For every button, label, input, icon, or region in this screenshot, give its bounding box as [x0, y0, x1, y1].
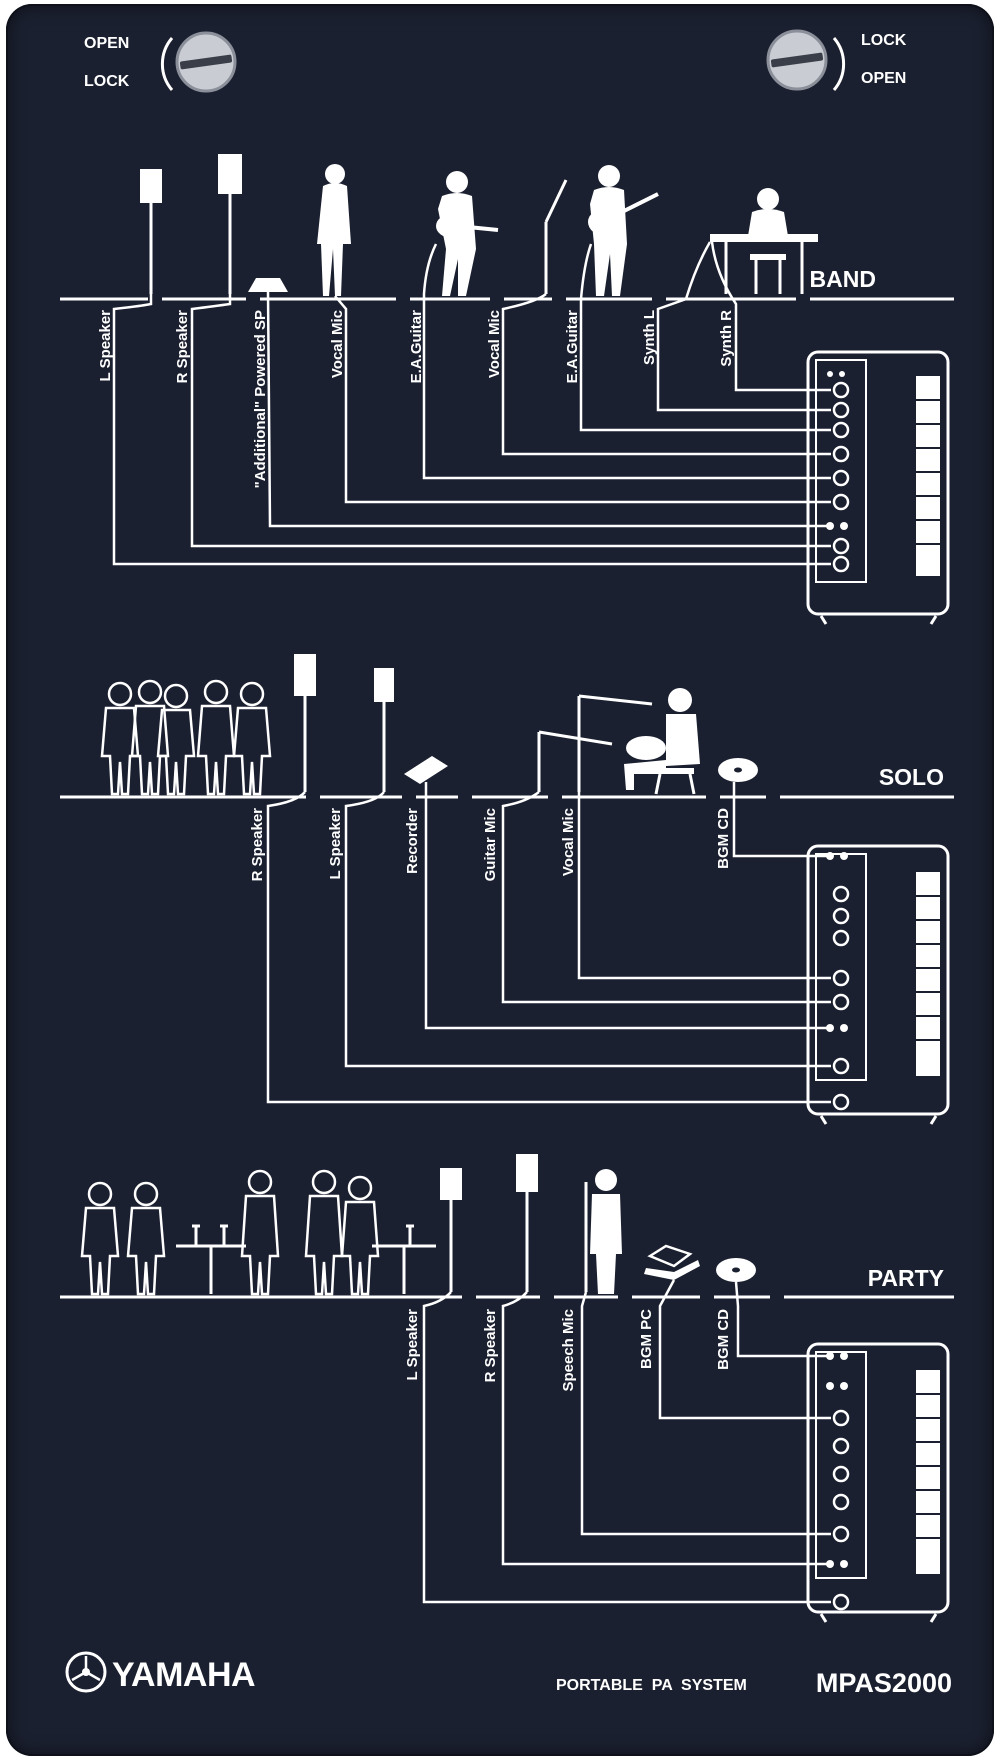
- party-bgm-pc-icon: [644, 1244, 700, 1280]
- party-label-l-speaker: L Speaker: [404, 1309, 421, 1381]
- band-powered-speaker-icon: [248, 278, 288, 292]
- solo-label-vocal-mic: Vocal Mic: [560, 808, 577, 876]
- left-lock: OPEN LOCK: [84, 31, 237, 93]
- party-section-title: PARTY: [868, 1265, 944, 1291]
- party-cables: [422, 1279, 831, 1604]
- party-tables-icon: [176, 1224, 436, 1294]
- solo-bgm-cd-icon: [718, 758, 758, 782]
- solo-label-r-speaker: R Speaker: [249, 808, 266, 882]
- product-category: PORTABLE PA SYSTEM: [556, 1677, 747, 1694]
- band-label-synth-l: Synth L: [641, 310, 658, 365]
- solo-section: SOLO: [60, 654, 954, 1125]
- lock-arc-icon: [160, 37, 174, 91]
- solo-label-l-speaker: L Speaker: [327, 808, 344, 880]
- band-label-vocal-mic-1: Vocal Mic: [329, 310, 346, 378]
- band-mixer-icon: [806, 350, 950, 625]
- solo-cables: [266, 782, 831, 1104]
- party-speaker-person-icon: [584, 1169, 622, 1294]
- connection-diagram: OPEN LOCK LOCK OPEN BAND: [60, 29, 954, 1698]
- party-label-r-speaker: R Speaker: [482, 1309, 499, 1383]
- party-guests-icon: [80, 1169, 380, 1296]
- product-model: MPAS2000: [816, 1668, 952, 1698]
- party-section: PARTY: [60, 1154, 954, 1623]
- lock-arc-icon: [832, 37, 846, 91]
- solo-audience-icon: [100, 679, 272, 796]
- party-label-bgm-cd: BGM CD: [715, 1309, 732, 1370]
- brand-name: YAMAHA: [112, 1656, 255, 1694]
- band-acoustic-guitarist-icon: [588, 165, 659, 296]
- right-lock-open-label: OPEN: [861, 70, 906, 87]
- solo-mic-stands-icon: [537, 694, 653, 792]
- right-lock-lock-label: LOCK: [861, 32, 907, 49]
- band-label-ea-guitar-1: E.A.Guitar: [408, 310, 425, 384]
- mixer-panel: OPEN LOCK LOCK OPEN BAND: [6, 4, 994, 1756]
- band-vocalist-icon: [317, 164, 351, 296]
- band-label-ea-guitar-2: E.A.Guitar: [564, 310, 581, 384]
- band-section-title: BAND: [810, 266, 876, 292]
- solo-seated-guitarist-icon: [624, 688, 700, 795]
- band-label-additional-powered-sp: "Additional" Powered SP: [252, 310, 269, 488]
- band-section: BAND: [60, 154, 954, 625]
- solo-label-bgm-cd: BGM CD: [715, 808, 732, 869]
- solo-mixer-icon: [806, 844, 950, 1125]
- yamaha-tuning-fork-logo-icon: [65, 1651, 107, 1693]
- party-label-bgm-pc: BGM PC: [638, 1309, 655, 1369]
- solo-recorder-icon: [404, 756, 448, 784]
- party-label-speech-mic: Speech Mic: [560, 1309, 577, 1392]
- solo-r-speaker-icon: [294, 654, 316, 792]
- band-r-speaker-icon: [218, 154, 242, 294]
- band-l-speaker-icon: [140, 169, 162, 294]
- solo-label-recorder: Recorder: [404, 808, 421, 874]
- band-guitarist-icon: [436, 171, 499, 296]
- band-mic-stand-icon: [544, 179, 568, 294]
- band-label-vocal-mic-2: Vocal Mic: [486, 310, 503, 378]
- party-l-speaker-icon: [440, 1168, 462, 1292]
- solo-section-title: SOLO: [879, 764, 944, 790]
- band-keyboardist-icon: [710, 188, 818, 294]
- left-lock-open-label: OPEN: [84, 35, 129, 52]
- band-label-r-speaker: R Speaker: [174, 310, 191, 384]
- solo-label-guitar-mic: Guitar Mic: [482, 808, 499, 881]
- party-mixer-icon: [806, 1342, 950, 1623]
- band-cables: [112, 241, 831, 566]
- party-r-speaker-icon: [516, 1154, 538, 1292]
- left-lock-lock-label: LOCK: [84, 73, 130, 90]
- right-lock: LOCK OPEN: [766, 29, 907, 91]
- band-label-l-speaker: L Speaker: [97, 310, 114, 382]
- party-bgm-cd-icon: [716, 1258, 756, 1282]
- band-label-synth-r: Synth R: [718, 310, 735, 367]
- solo-l-speaker-icon: [374, 668, 394, 792]
